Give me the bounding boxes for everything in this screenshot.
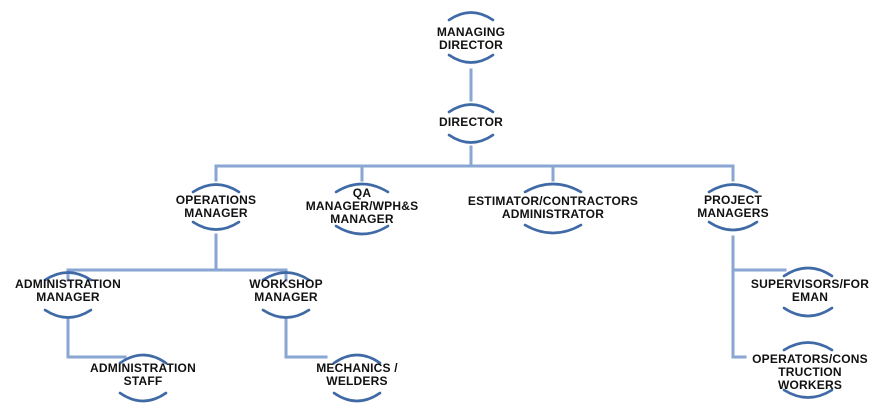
- node-label-line: MANAGER: [184, 206, 248, 220]
- arc-operators-top: [782, 341, 834, 352]
- arc-workshop-top: [261, 271, 311, 282]
- arc-managing-director-bottom: [447, 53, 495, 64]
- node-label-line: ADMINISTRATION: [90, 361, 196, 375]
- arc-project-bottom: [707, 220, 759, 232]
- node-label-line: WELDERS: [326, 374, 388, 388]
- node-label-line: MANAGER: [330, 212, 394, 226]
- node-qa-manager: QA MANAGER/WPH&S MANAGER: [297, 187, 427, 226]
- node-administration-manager: ADMINISTRATION MANAGER: [4, 278, 132, 304]
- node-label-line: STAFF: [123, 374, 163, 388]
- arc-mechanics-bottom: [332, 391, 382, 403]
- node-label-line: OPERATORS/CONS: [752, 352, 868, 366]
- node-label-line: QA: [352, 186, 372, 200]
- node-label-line: MANAGER: [254, 290, 318, 304]
- arc-operators-bottom: [782, 388, 834, 399]
- arc-admin-staff-bottom: [118, 391, 168, 403]
- node-label-line: ESTIMATOR/CONTRACTORS: [467, 194, 639, 208]
- arc-project-top: [707, 183, 759, 194]
- node-workshop-manager: WORKSHOP MANAGER: [236, 278, 336, 304]
- node-label-line: EMAN: [791, 290, 829, 304]
- arc-supervisors-bottom: [782, 306, 834, 318]
- arc-operations-bottom: [191, 220, 241, 231]
- node-label-line: SUPERVISORS/FOR: [750, 277, 870, 291]
- arc-operations-top: [191, 183, 241, 194]
- node-mechanics-welders: MECHANICS / WELDERS: [307, 362, 407, 388]
- node-label-line: WORKERS: [777, 378, 843, 392]
- arc-qa-bottom: [334, 224, 390, 236]
- arc-admin-manager-bottom: [43, 308, 93, 319]
- arc-mechanics-top: [332, 353, 382, 365]
- node-label-line: TRUCTION: [778, 365, 842, 379]
- arc-managing-director-top: [447, 11, 495, 22]
- node-director: DIRECTOR: [421, 116, 521, 129]
- node-administration-staff: ADMINISTRATION STAFF: [79, 362, 207, 388]
- node-supervisors: SUPERVISORS/FOR EMAN: [744, 278, 876, 304]
- node-operations-manager: OPERATIONS MANAGER: [161, 194, 271, 220]
- node-label-line: PROJECT: [703, 193, 763, 207]
- node-label-line: MANAGING: [436, 25, 506, 39]
- arc-workshop-bottom: [261, 308, 311, 319]
- node-estimator: ESTIMATOR/CONTRACTORS ADMINISTRATOR: [463, 195, 643, 221]
- node-label-line: MANAGER: [36, 290, 100, 304]
- node-label-line: ADMINISTRATOR: [501, 207, 605, 221]
- node-label-line: MECHANICS /: [316, 361, 398, 375]
- node-label-line: MANAGER/WPH&S: [305, 199, 419, 213]
- node-arcs: [43, 11, 834, 403]
- arc-estimator-top: [523, 182, 583, 194]
- arc-admin-manager-top: [43, 271, 93, 282]
- arc-admin-staff-top: [118, 353, 168, 365]
- node-label-line: WORKSHOP: [249, 277, 323, 291]
- connector-lines: [66, 68, 787, 359]
- arc-supervisors-top: [782, 266, 834, 278]
- arc-director-top: [447, 103, 495, 114]
- node-managing-director: MANAGING DIRECTOR: [421, 26, 521, 52]
- arc-qa-top: [334, 182, 390, 194]
- node-operators: OPERATORS/CONS TRUCTION WORKERS: [744, 353, 876, 392]
- arc-director-bottom: [447, 133, 495, 144]
- node-label-line: DIRECTOR: [438, 38, 504, 52]
- node-label-line: MANAGERS: [697, 206, 769, 220]
- node-label-line: OPERATIONS: [175, 193, 257, 207]
- node-label-line: ADMINISTRATION: [15, 277, 121, 291]
- node-label-line: DIRECTOR: [438, 115, 504, 129]
- node-project-managers: PROJECT MANAGERS: [683, 194, 783, 220]
- arc-estimator-bottom: [523, 223, 583, 235]
